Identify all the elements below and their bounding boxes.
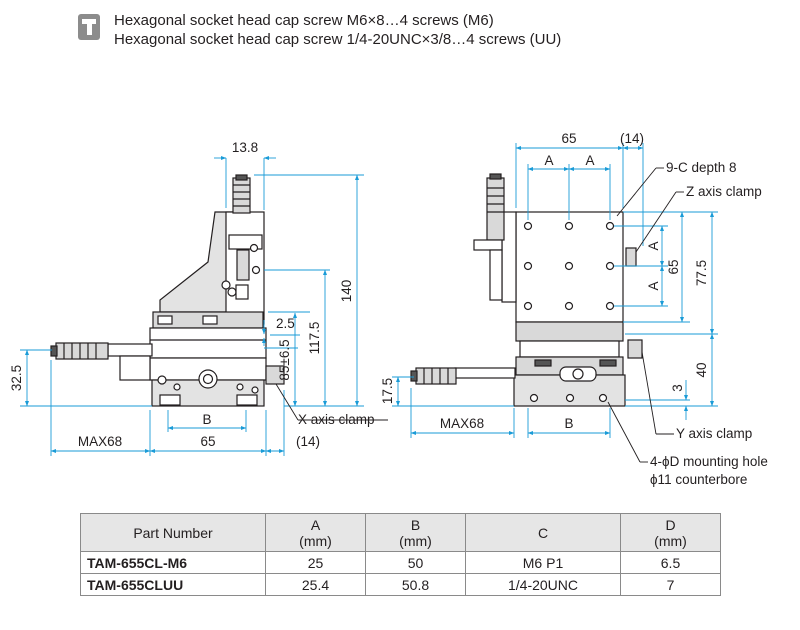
table-header-row: Part Number A(mm) B(mm) C D(mm) (80, 513, 721, 552)
dim-32-5: 32.5 (9, 365, 24, 391)
dim-a-2: A (585, 153, 594, 168)
z-clamp-knob (625, 247, 637, 267)
dim-14-right: (14) (620, 131, 644, 146)
dim-max68-right: MAX68 (440, 416, 484, 431)
dim-b-left: B (202, 412, 211, 427)
cell-b: 50 (365, 551, 466, 574)
z-micrometer (486, 177, 505, 241)
th-c: C (465, 513, 621, 552)
screw-icon (78, 14, 100, 40)
left-leaders (275, 383, 388, 421)
dim-65-left: 65 (200, 434, 215, 449)
table-row: TAM-655CLUU 25.4 50.8 1/4-20UNC 7 (80, 573, 721, 596)
x-micrometer (415, 367, 457, 385)
z-micrometer (232, 177, 251, 214)
x-clamp-knob (265, 365, 285, 385)
bracket-plate (159, 211, 233, 313)
right-leaders (607, 167, 684, 463)
dim-3: 3 (670, 384, 685, 392)
label-z-axis-clamp: Z axis clamp (686, 184, 762, 199)
th-a: A(mm) (265, 513, 366, 552)
label-counterbore: ϕ11 counterbore (650, 472, 747, 487)
cell-a: 25 (265, 551, 366, 574)
right-dimensions (392, 143, 718, 438)
cell-d: 6.5 (620, 551, 721, 574)
cell-c: 1/4-20UNC (465, 573, 621, 596)
th-part-number: Part Number (80, 513, 266, 552)
cell-b: 50.8 (365, 573, 466, 596)
table-holes (523, 221, 615, 311)
dim-b-right: B (564, 416, 573, 431)
th-b: B(mm) (365, 513, 466, 552)
dim-85: 85±6.5 (277, 339, 292, 380)
left-stage-view (50, 174, 285, 407)
label-mounting-hole: 4-ϕD mounting hole (650, 454, 768, 469)
dim-max68-left: MAX68 (78, 434, 122, 449)
dim-2-5: 2.5 (276, 316, 295, 331)
spec-table: Part Number A(mm) B(mm) C D(mm) TAM-655C… (80, 513, 721, 596)
cell-d: 7 (620, 573, 721, 596)
x-micrometer-sleeve (107, 343, 153, 357)
table-row: TAM-655CL-M6 25 50 M6 P1 6.5 (80, 551, 721, 574)
dim-77-5: 77.5 (694, 260, 709, 286)
th-d: D(mm) (620, 513, 721, 552)
right-stage-view (410, 173, 643, 407)
cell-part: TAM-655CLUU (80, 573, 266, 596)
cell-a: 25.4 (265, 573, 366, 596)
dim-65-right: 65 (561, 131, 576, 146)
drawing-labels: 13.8 140 117.5 85±6.5 2.5 32.5 B MAX68 6… (9, 131, 768, 487)
cell-part: TAM-655CL-M6 (80, 551, 266, 574)
header-line-m6: Hexagonal socket head cap screw M6×8…4 s… (114, 12, 494, 29)
header-line-uu: Hexagonal socket head cap screw 1/4-20UN… (114, 31, 562, 48)
dim-a-vertical-1: A (646, 241, 661, 250)
dim-140: 140 (339, 280, 354, 303)
dim-14-left: (14) (296, 434, 320, 449)
dim-117-5: 117.5 (307, 322, 322, 355)
dim-a-1: A (544, 153, 553, 168)
dim-40: 40 (694, 362, 709, 377)
dim-a-vertical-2: A (646, 281, 661, 290)
label-9-c-depth: 9-C depth 8 (666, 160, 737, 175)
left-dimensions (20, 155, 364, 456)
dim-17-5: 17.5 (380, 378, 395, 404)
technical-drawing: 13.8 140 117.5 85±6.5 2.5 32.5 B MAX68 6… (9, 131, 768, 487)
dim-13-8: 13.8 (232, 140, 258, 155)
label-y-axis-clamp: Y axis clamp (676, 426, 752, 441)
label-x-axis-clamp: X axis clamp (298, 412, 375, 427)
cell-c: M6 P1 (465, 551, 621, 574)
dim-65-vertical: 65 (666, 259, 681, 274)
y-stage-body (149, 327, 267, 359)
y-clamp-knob (627, 339, 643, 359)
